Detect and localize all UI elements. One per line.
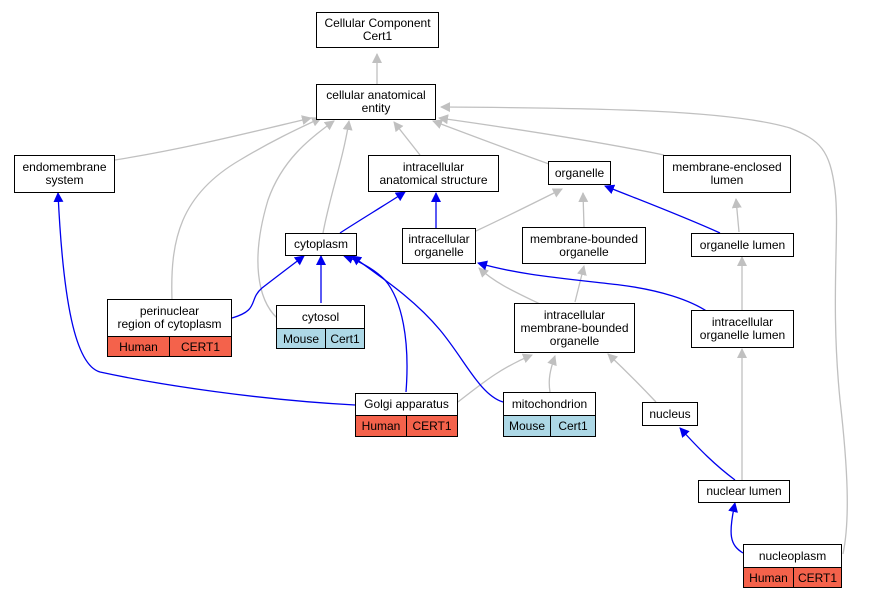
edge-iol-io bbox=[477, 260, 709, 313]
node-label: nuclear lumen bbox=[706, 484, 782, 498]
edge-io-organelle bbox=[475, 188, 563, 232]
node-cellular-anatomical-entity[interactable]: cellular anatomical entity bbox=[316, 84, 436, 120]
edge-cytoplasm-cae bbox=[322, 120, 353, 234]
edge-cytosol-cae bbox=[257, 120, 335, 319]
edge-ias-cae bbox=[393, 121, 421, 156]
node-label: cytoplasm bbox=[293, 237, 349, 251]
edge-ol-mel bbox=[731, 198, 742, 233]
edge-golgi-imbo bbox=[457, 353, 533, 403]
edge-nuclum-nucleus bbox=[679, 427, 736, 481]
edge-nucleoplasm-nuclum bbox=[728, 502, 744, 554]
gene-tag: CERT1 bbox=[406, 415, 458, 437]
species-tag-human: Human bbox=[107, 336, 170, 357]
species-tag-mouse: Mouse bbox=[276, 328, 326, 349]
node-intracellular-membrane-bounded-organelle[interactable]: intracellular membrane-bounded organelle bbox=[514, 303, 635, 353]
node-intracellular-organelle-lumen[interactable]: intracellular organelle lumen bbox=[691, 310, 794, 348]
node-golgi-apparatus[interactable]: Golgi apparatus bbox=[355, 393, 458, 416]
node-intracellular-anatomical-structure[interactable]: intracellular anatomical structure bbox=[368, 155, 499, 192]
node-label: intracellular organelle lumen bbox=[699, 315, 786, 342]
edge-mito-imbo bbox=[547, 355, 557, 393]
node-label: intracellular organelle bbox=[408, 232, 470, 259]
species-tag-mouse: Mouse bbox=[503, 415, 551, 437]
node-label: endomembrane system bbox=[22, 160, 107, 187]
node-label: perinuclear region of cytoplasm bbox=[117, 304, 222, 331]
node-label: intracellular anatomical structure bbox=[379, 159, 488, 187]
node-label: organelle lumen bbox=[699, 237, 786, 252]
node-label: organelle bbox=[554, 165, 605, 180]
node-label: membrane-enclosed lumen bbox=[672, 160, 782, 187]
gene-tag: CERT1 bbox=[793, 567, 842, 588]
edge-perinuc-cae bbox=[171, 117, 322, 301]
node-nucleoplasm[interactable]: nucleoplasm bbox=[743, 544, 842, 568]
edge-organelle-cae bbox=[432, 119, 550, 165]
node-membrane-bounded-organelle[interactable]: membrane-bounded organelle bbox=[522, 227, 646, 264]
node-label: mitochondrion bbox=[511, 396, 588, 411]
edge-perinuc-cytoplasm bbox=[231, 255, 305, 319]
edge-mbo-organelle bbox=[578, 192, 589, 228]
node-endomembrane-system[interactable]: endomembrane system bbox=[14, 155, 115, 193]
node-mitochondrion[interactable]: mitochondrion bbox=[503, 392, 596, 416]
node-nuclear-lumen[interactable]: nuclear lumen bbox=[698, 480, 790, 503]
node-cellular-component-root[interactable]: Cellular Component Cert1 bbox=[316, 12, 439, 48]
node-intracellular-organelle[interactable]: intracellular organelle bbox=[402, 228, 476, 264]
edge-nucleoplasm-cae bbox=[440, 102, 848, 555]
node-label: Cellular Component Cert1 bbox=[324, 16, 431, 43]
species-tag-human: Human bbox=[743, 567, 794, 588]
node-perinuclear-region-of-cytoplasm[interactable]: perinuclear region of cytoplasm bbox=[107, 299, 232, 337]
edge-imbo-io bbox=[478, 267, 541, 305]
gene-tag: Cert1 bbox=[325, 328, 365, 349]
node-nucleus[interactable]: nucleus bbox=[642, 402, 698, 426]
edge-mito-cytoplasm bbox=[351, 255, 504, 403]
node-membrane-enclosed-lumen[interactable]: membrane-enclosed lumen bbox=[663, 155, 791, 193]
edge-golgi-endo bbox=[53, 192, 356, 406]
species-tag-human: Human bbox=[355, 415, 407, 437]
edge-cytoplasm-ias bbox=[339, 191, 406, 234]
node-cytosol[interactable]: cytosol bbox=[276, 305, 365, 329]
node-label: nucleus bbox=[649, 406, 691, 421]
edge-ol-organelle bbox=[604, 184, 721, 234]
edge-imbo-mbo bbox=[574, 265, 587, 303]
node-label: Golgi apparatus bbox=[364, 397, 449, 411]
edge-nucleus-imbo bbox=[607, 353, 657, 403]
gene-tag: Cert1 bbox=[550, 415, 596, 437]
node-label: membrane-bounded organelle bbox=[529, 231, 639, 259]
node-label: nucleoplasm bbox=[758, 548, 827, 563]
edge-endo-cae bbox=[114, 115, 312, 161]
node-label: intracellular membrane-bounded organelle bbox=[520, 307, 629, 348]
node-cytoplasm[interactable]: cytoplasm bbox=[285, 233, 357, 256]
gene-tag: CERT1 bbox=[169, 336, 232, 357]
edge-mel-cae bbox=[438, 114, 665, 156]
node-label: cellular anatomical entity bbox=[326, 88, 426, 115]
node-organelle-lumen[interactable]: organelle lumen bbox=[691, 233, 794, 257]
node-label: cytosol bbox=[301, 309, 340, 324]
node-organelle[interactable]: organelle bbox=[548, 161, 611, 185]
